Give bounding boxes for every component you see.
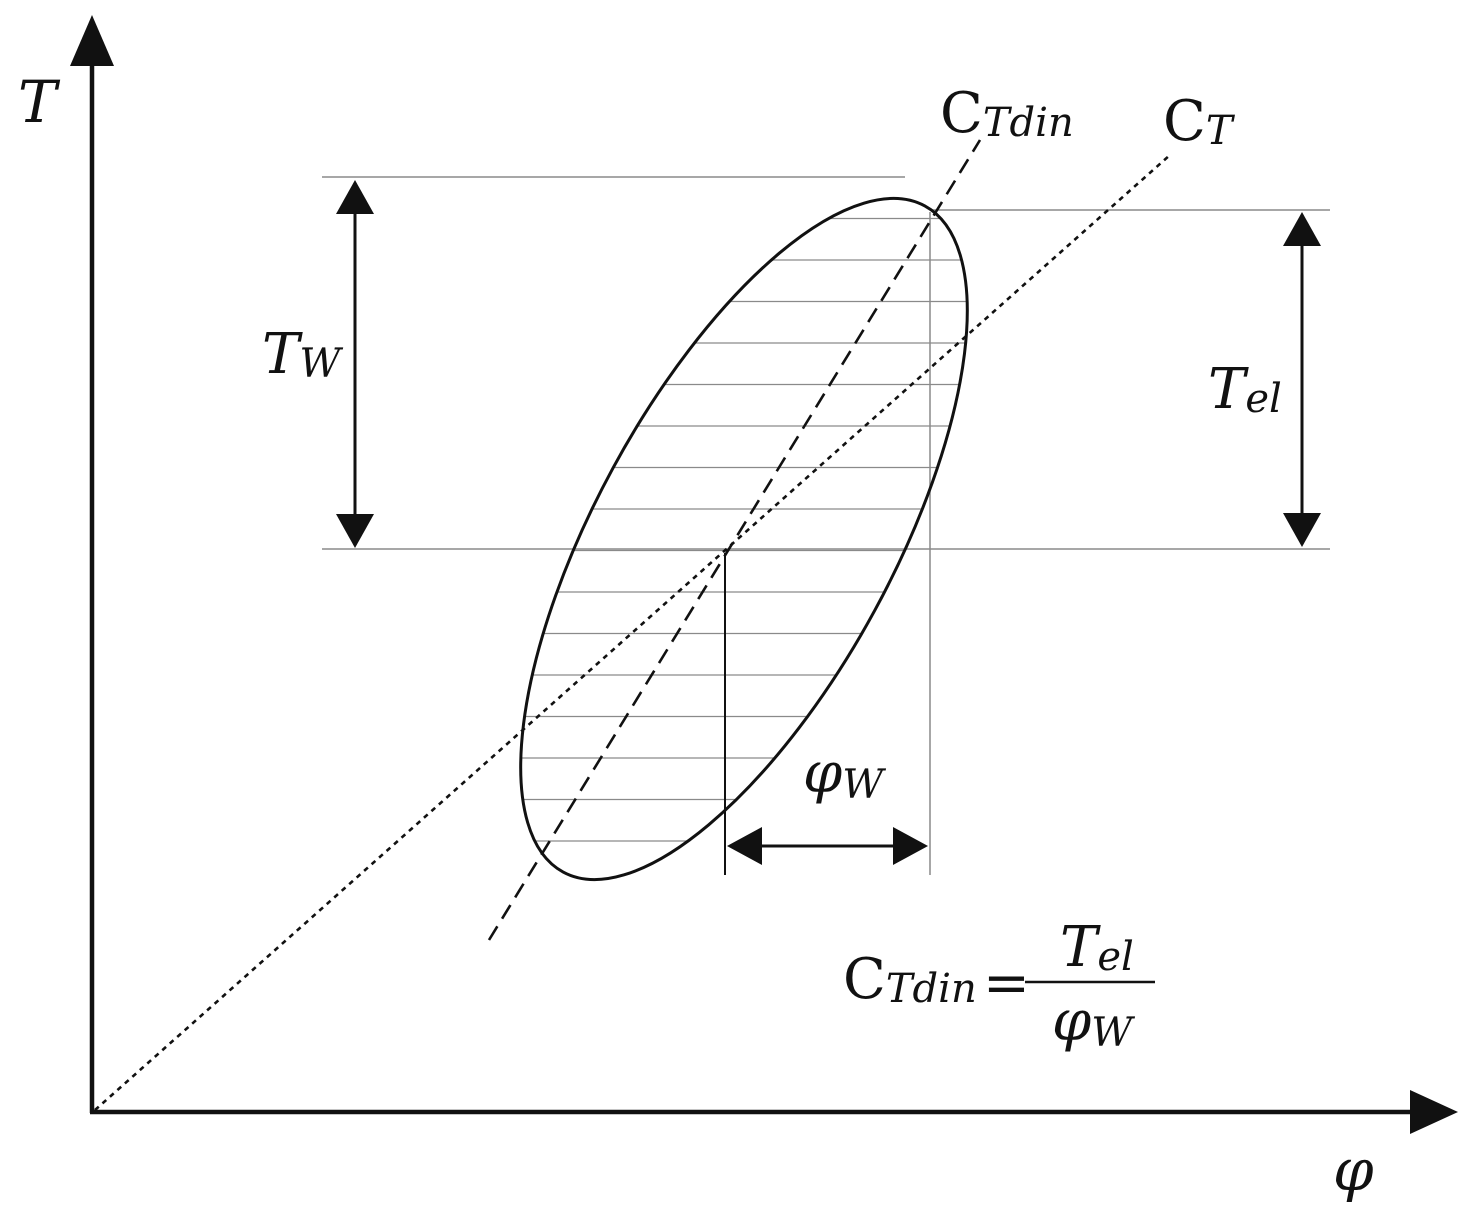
- y-axis-arrow-icon: [70, 15, 114, 66]
- x-axis-arrow-icon: [1410, 1090, 1458, 1134]
- phiw-arrow-right-icon: [893, 827, 928, 865]
- x-axis-label: φ: [1333, 1136, 1374, 1204]
- tel-arrow-down-icon: [1283, 513, 1321, 547]
- formula-denominator: φW: [1052, 989, 1135, 1056]
- formula-lhs: CTdin: [843, 947, 977, 1012]
- hysteresis-loop: [519, 196, 969, 882]
- formula-numerator: Tel: [1060, 915, 1134, 980]
- hatched-area: [500, 176, 1000, 884]
- formula-equals: =: [983, 951, 1030, 1016]
- y-axis-label: T: [18, 68, 61, 136]
- phiw-label: φW: [803, 741, 886, 808]
- tel-arrow-up-icon: [1283, 212, 1321, 246]
- tw-arrow-up-icon: [336, 180, 374, 214]
- tw-label: TW: [262, 322, 343, 387]
- dynamic-stiffness-line: [487, 139, 982, 941]
- tw-arrow-down-icon: [336, 514, 374, 548]
- phiw-arrow-left-icon: [727, 827, 762, 865]
- static-stiffness-label: CT: [1163, 89, 1236, 154]
- tel-label: Tel: [1208, 357, 1282, 422]
- dynamic-stiffness-label: CTdin: [940, 81, 1074, 146]
